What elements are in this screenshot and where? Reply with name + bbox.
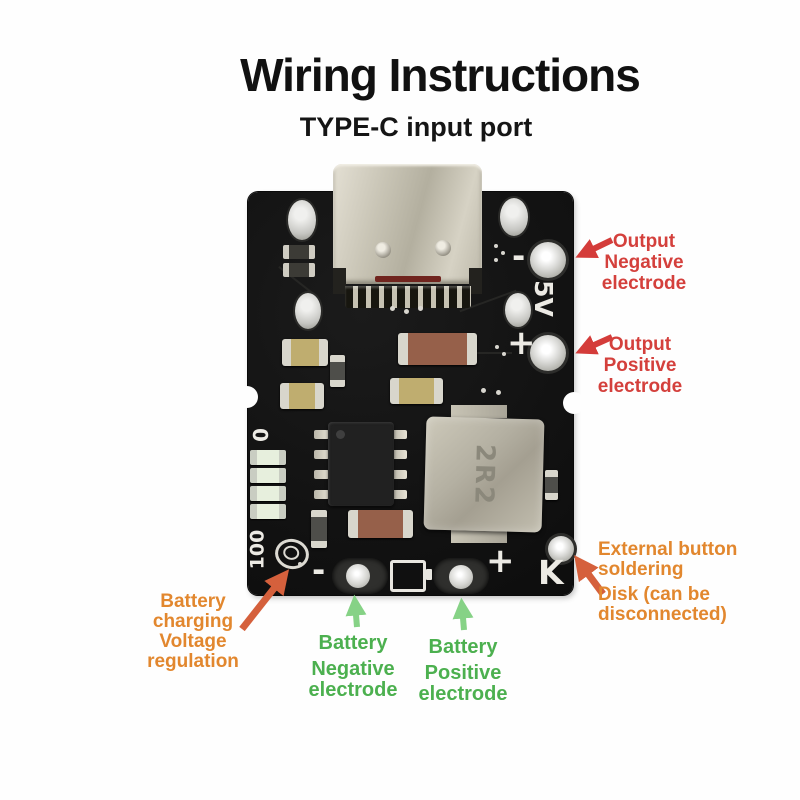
battery-icon [390,560,432,592]
type-c-rivet [375,242,391,258]
inductor-tab [451,530,507,543]
label-output-positive: Output Positive electrode [597,334,683,397]
via-dot [495,345,499,349]
smd-resistor [283,245,315,259]
charge-led [250,504,286,519]
via-dot [494,258,498,262]
ic-pin1-dot [336,430,345,439]
arrow-battery-positive [452,597,474,631]
smd-capacitor [390,378,443,404]
label-battery-positive: Battery Positive electrode [418,636,508,705]
type-c-pins [345,286,471,308]
solder-pad-oval [288,200,316,240]
ic-leg [392,450,407,459]
via-dot [404,309,409,314]
output-positive-pad [530,335,566,371]
silk-battery-positive-sign: + [486,541,515,581]
via-dot [501,251,505,255]
smd-capacitor [398,333,477,365]
solder-pad-oval [295,293,321,329]
via-dot [494,244,498,248]
silk-k-label: K [538,553,564,592]
power-inductor: 2R2 [423,416,545,533]
silk-gauge-zero: 0 [247,428,272,442]
label-battery-charging: Battery charging Voltage regulation [147,591,239,672]
pcb-board: - 5V + [236,164,585,595]
silk-output-positive-sign: + [507,323,536,363]
smd-resistor [283,263,315,277]
ic-leg [314,450,329,459]
solder-pad-oval [505,293,531,327]
ic-leg [392,490,407,499]
via-dot [481,388,486,393]
external-button-pad [548,536,574,562]
page-title: Wiring Instructions [240,49,641,101]
label-external-button: External button soldering Disk (can be d… [598,539,738,625]
output-negative-pad [530,242,566,278]
silk-5v-label: 5V [528,279,558,317]
charge-led [250,468,286,483]
battery-positive-pad [433,558,489,594]
battery-negative-pad-core [346,564,370,588]
type-c-connector [333,164,482,312]
board-notch-right [563,392,585,414]
label-battery-negative: Battery Negative electrode [308,632,398,701]
arrow-battery-negative [345,594,367,628]
charge-led [250,450,286,465]
via-dot [496,390,501,395]
inductor-value-label: 2R2 [468,443,500,506]
ic-leg [392,430,407,439]
ic-leg [314,470,329,479]
smd-resistor [330,355,345,387]
smd-capacitor [348,510,413,538]
silk-gauge-hundred: 100 [246,529,269,569]
via-dot [390,306,395,311]
smd-capacitor [280,383,324,409]
board-notch-left [236,386,258,408]
certification-logo [272,535,312,573]
label-output-negative: Output Negative electrode [601,231,687,294]
ic-leg [392,470,407,479]
charge-controller-ic [328,422,394,506]
page-subtitle: TYPE-C input port [299,112,533,142]
type-c-mount-tab [469,268,482,294]
via-dot [418,306,423,311]
silk-output-negative-sign: - [512,237,526,275]
smd-resistor [311,510,327,548]
ic-leg [314,430,329,439]
charge-led [250,486,286,501]
type-c-mount-tab [333,268,346,294]
smd-capacitor [282,339,328,366]
type-c-shell [333,164,482,284]
via-dot [502,352,506,356]
smd-resistor [545,470,558,500]
inductor-tab [451,405,507,418]
battery-positive-pad-core [449,565,473,589]
silk-battery-negative-sign: - [312,551,326,589]
battery-negative-pad [332,558,388,594]
solder-pad-oval [500,198,528,236]
type-c-tongue [375,276,441,282]
type-c-rivet [435,240,451,256]
ic-leg [314,490,329,499]
